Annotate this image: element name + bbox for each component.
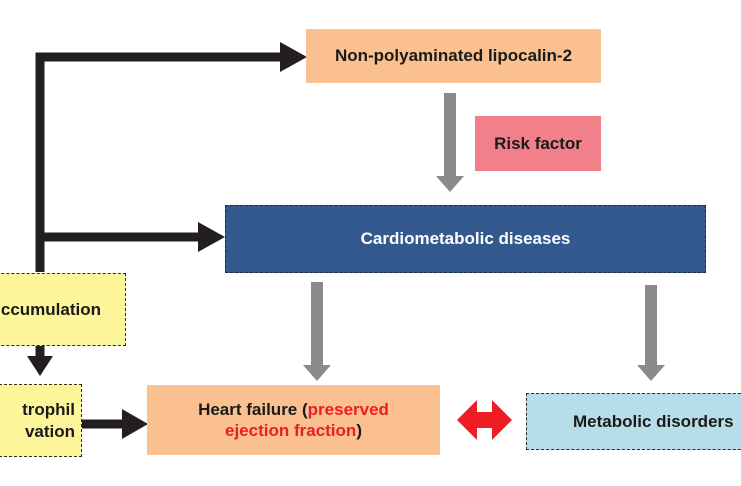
metabolic-disorders-box: Metabolic disorders [526,393,741,450]
metabolic-disorders-label: Metabolic disorders [573,411,734,431]
cardiometabolic-box: Cardiometabolic diseases [225,205,706,273]
trunk-line [35,52,282,272]
gray-arrowhead-to-metabolic [637,365,665,381]
heart-failure-part3: ejection fraction [225,421,357,440]
gray-shaft-lipocalin [444,93,456,177]
arrowhead-to-cardiometabolic [198,222,225,252]
heart-failure-box: Heart failure (preserved ejection fracti… [147,385,440,455]
gray-arrowhead-to-heart-failure [303,365,331,381]
lipocalin-label: Non-polyaminated lipocalin-2 [334,46,573,66]
neutrophil-line1: trophil [22,400,75,420]
risk-factor-label: Risk factor [494,133,582,153]
arrowhead-to-neutrophil [27,356,53,376]
gray-shaft-to-metabolic [645,285,657,366]
lipocalin-box: Non-polyaminated lipocalin-2 [306,29,601,83]
gray-arrowhead-to-cardiometabolic [436,176,464,192]
red-bidirectional-arrow [457,400,512,440]
arrowhead-to-heart-failure [122,409,148,439]
heart-failure-part2: preserved [307,399,389,419]
accumulation-box: ccumulation [0,273,126,346]
neutrophil-activation-box: trophil vation [0,384,82,457]
gray-shaft-to-heart [311,282,323,366]
cardiometabolic-label: Cardiometabolic diseases [360,229,571,249]
heart-failure-part4: ) [356,421,362,440]
heart-failure-text: Heart failure (preserved ejection fracti… [198,399,389,442]
heart-failure-part1: Heart failure ( [198,399,308,419]
neutrophil-line2: vation [24,421,75,441]
accumulation-label: ccumulation [0,299,101,319]
arrowhead-to-lipocalin [280,42,307,72]
risk-factor-box: Risk factor [475,116,601,171]
